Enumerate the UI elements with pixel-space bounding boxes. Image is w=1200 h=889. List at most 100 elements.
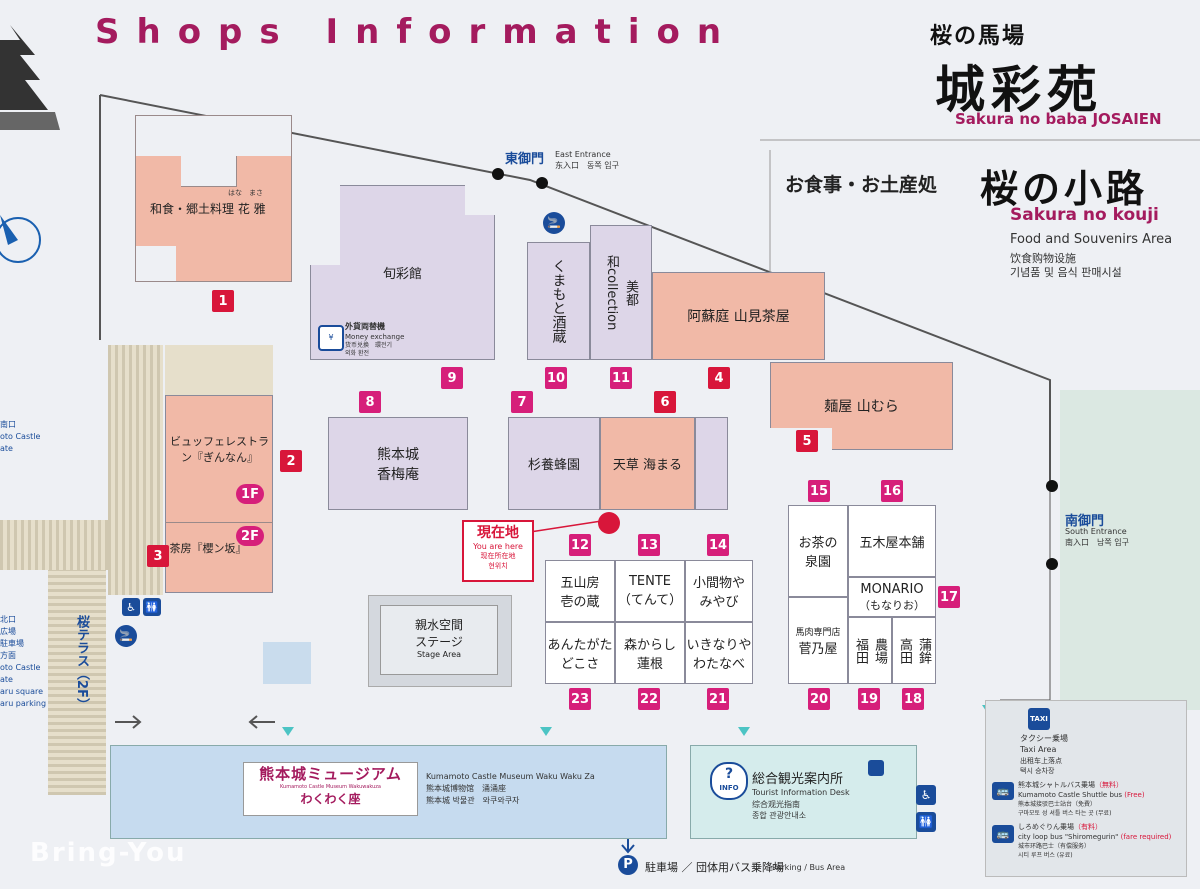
info-icon: ?INFO: [710, 762, 748, 800]
shop-number-8[interactable]: 8: [359, 391, 381, 413]
shop-2-label: ビュッフェレストラン『ぎんなん』: [170, 435, 269, 464]
money-exchange-sub1: 货币兑换 環전기: [345, 342, 393, 349]
shop-17-monario[interactable]: MONARIO（もなりお）: [848, 577, 936, 617]
shuttle-en: Kumamoto Castle Shuttle bus (Free): [1018, 790, 1145, 800]
loop-bus-icon: 🚌: [992, 825, 1014, 843]
shop-number-12[interactable]: 12: [569, 534, 591, 556]
shop-number-20[interactable]: 20: [808, 688, 830, 710]
shop-8-label-a: 熊本城: [377, 446, 419, 463]
left-bottom-8: aru parking: [0, 699, 47, 708]
north-left-2: oto Castle: [0, 432, 41, 441]
shop-1-hanamasa[interactable]: [135, 115, 292, 282]
shop-21-ikinariya-watanabe[interactable]: いきなりやわたなべ: [685, 622, 753, 684]
shop-23-antagata-dokosa[interactable]: あんたがたどこさ: [545, 622, 615, 684]
shop-8-koubaian[interactable]: 熊本城 香梅庵: [328, 417, 468, 510]
you-are-here-kr: 현위치: [488, 562, 508, 570]
you-are-here-box: 現在地 You are here 现在所在地 현위치: [462, 520, 534, 582]
shop-4-aso-yamami[interactable]: 阿蘇庭 山見茶屋: [652, 272, 825, 360]
shop-20-label-a: 馬肉専門店: [795, 627, 841, 638]
shop-23-label-b: どこさ: [560, 657, 600, 672]
shop-number-19[interactable]: 19: [858, 688, 880, 710]
shop-14-komonoya-miyabi[interactable]: 小間物やみやび: [685, 560, 753, 622]
shuttle-en-text: Kumamoto Castle Shuttle bus: [1018, 791, 1122, 799]
luggage-icon: [868, 760, 884, 776]
toilet-icon: 🚻: [916, 812, 936, 832]
shop-13-tente[interactable]: TENTE（てんて）: [615, 560, 685, 622]
shop-14-label-a: 小間物や: [692, 576, 745, 591]
left-bottom-6: ate: [0, 675, 13, 684]
shop-15-label-b: 泉園: [804, 555, 831, 570]
stage-inner: 親水空間 ステージ Stage Area: [380, 605, 498, 675]
entrance-triangle-2: [540, 727, 552, 736]
shop-number-1[interactable]: 1: [212, 290, 234, 312]
you-are-here-en: You are here: [473, 542, 523, 551]
shop-19-fukuda-noujou[interactable]: 福田農場: [848, 617, 892, 684]
shop-number-14[interactable]: 14: [707, 534, 729, 556]
east-gate-marker-1: [492, 168, 504, 180]
loop-en: city loop bus "Shiromegurin" (fare requi…: [1018, 832, 1171, 842]
left-bottom-1: 北口: [0, 615, 16, 624]
shop-11-label-b: 美都: [623, 279, 638, 306]
shop-number-6[interactable]: 6: [654, 391, 676, 413]
shop-number-2[interactable]: 2: [280, 450, 302, 472]
shop-number-17[interactable]: 17: [938, 586, 960, 608]
shop-number-15[interactable]: 15: [808, 480, 830, 502]
shop-22-mori-karashi-renkon[interactable]: 森からし蓮根: [615, 622, 685, 684]
info-cn: 综合观光指南: [752, 800, 800, 809]
shop-19-label-b: 農場: [872, 637, 887, 664]
shop-number-22[interactable]: 22: [638, 688, 660, 710]
terrace-label: 桜テラス（2F）: [74, 615, 89, 711]
parking-en: Parking / Bus Area: [772, 863, 846, 872]
shop-18-takada-kamaboko[interactable]: 高田蒲鉾: [892, 617, 936, 684]
shop-6-label: 天草 海まる: [612, 458, 683, 473]
museum-logo-jp2: わくわく座: [300, 792, 361, 806]
taxi-cn: 出租车上落点: [1020, 757, 1062, 765]
left-bottom-7: aru square: [0, 687, 44, 696]
kouji-logo: 桜の小路: [980, 166, 1149, 211]
floor-2f-badge: 2F: [236, 526, 264, 546]
shop-number-10[interactable]: 10: [545, 367, 567, 389]
shuttle-jp: 熊本城シャトルバス乗場（無料）: [1018, 780, 1123, 790]
shop-number-9[interactable]: 9: [441, 367, 463, 389]
shop-7-label: 杉養蜂園: [527, 458, 580, 473]
shop-number-7[interactable]: 7: [511, 391, 533, 413]
museum-logo-jp: 熊本城ミュージアム: [259, 765, 402, 783]
shop-17-label-b: （もなりお）: [859, 598, 925, 612]
shop-10-kumamoto-sakagura[interactable]: くまもと酒蔵: [527, 242, 590, 360]
shop-6-amakusa-umimaru[interactable]: 天草 海まる: [600, 417, 695, 510]
shop-7-sugi-yohoen[interactable]: 杉養蜂園: [508, 417, 600, 510]
left-bottom-2: 広場: [0, 627, 16, 636]
left-bottom-4: 方面: [0, 651, 16, 660]
south-gate-marker-2: [1046, 558, 1058, 570]
shop-11-wa-collection[interactable]: 和collection 美都: [590, 225, 652, 360]
shop-17-label-a: MONARIO: [860, 581, 924, 597]
shop-number-11[interactable]: 11: [610, 367, 632, 389]
museum-logo-small: Kumamoto Castle Museum Wakuwakuza: [280, 784, 381, 790]
left-bottom-5: oto Castle: [0, 663, 41, 672]
entrance-triangle-1: [282, 727, 294, 736]
loop-cn: 城市环路巴士（有偿服务）: [1018, 843, 1091, 850]
floor-1f-badge: 1F: [236, 484, 264, 504]
shop-number-23[interactable]: 23: [569, 688, 591, 710]
shop-number-4[interactable]: 4: [708, 367, 730, 389]
shop-number-3[interactable]: 3: [147, 545, 169, 567]
shop-4-label: 阿蘇庭 山見茶屋: [687, 309, 790, 325]
shop-15-ocha-no-izumien[interactable]: お茶の泉園: [788, 505, 848, 597]
shop-number-18[interactable]: 18: [902, 688, 924, 710]
loop-jp-text: しろめぐりん乗場: [1018, 823, 1074, 831]
you-are-here-marker: [598, 512, 620, 534]
shop-number-5[interactable]: 5: [796, 430, 818, 452]
shop-number-21[interactable]: 21: [707, 688, 729, 710]
shop-20-suganoya[interactable]: 馬肉専門店菅乃屋: [788, 597, 848, 684]
shop-number-13[interactable]: 13: [638, 534, 660, 556]
shop-18-label-b: 蒲鉾: [916, 637, 931, 664]
shop-3-sakuranzaka[interactable]: [165, 522, 273, 594]
shop-number-16[interactable]: 16: [881, 480, 903, 502]
shop-12-gozanbo[interactable]: 五山房壱の蔵: [545, 560, 615, 622]
loop-jp-tag: （有料）: [1074, 823, 1102, 831]
shop-23-label-a: あんたがた: [547, 638, 613, 653]
wheelchair-icon: ♿: [916, 785, 936, 805]
shuttle-en-tag: (Free): [1124, 791, 1145, 799]
shop-16-itsukiya-honpo[interactable]: 五木屋本舗: [848, 505, 936, 577]
toilet-icon-left: 🚻: [143, 598, 161, 616]
